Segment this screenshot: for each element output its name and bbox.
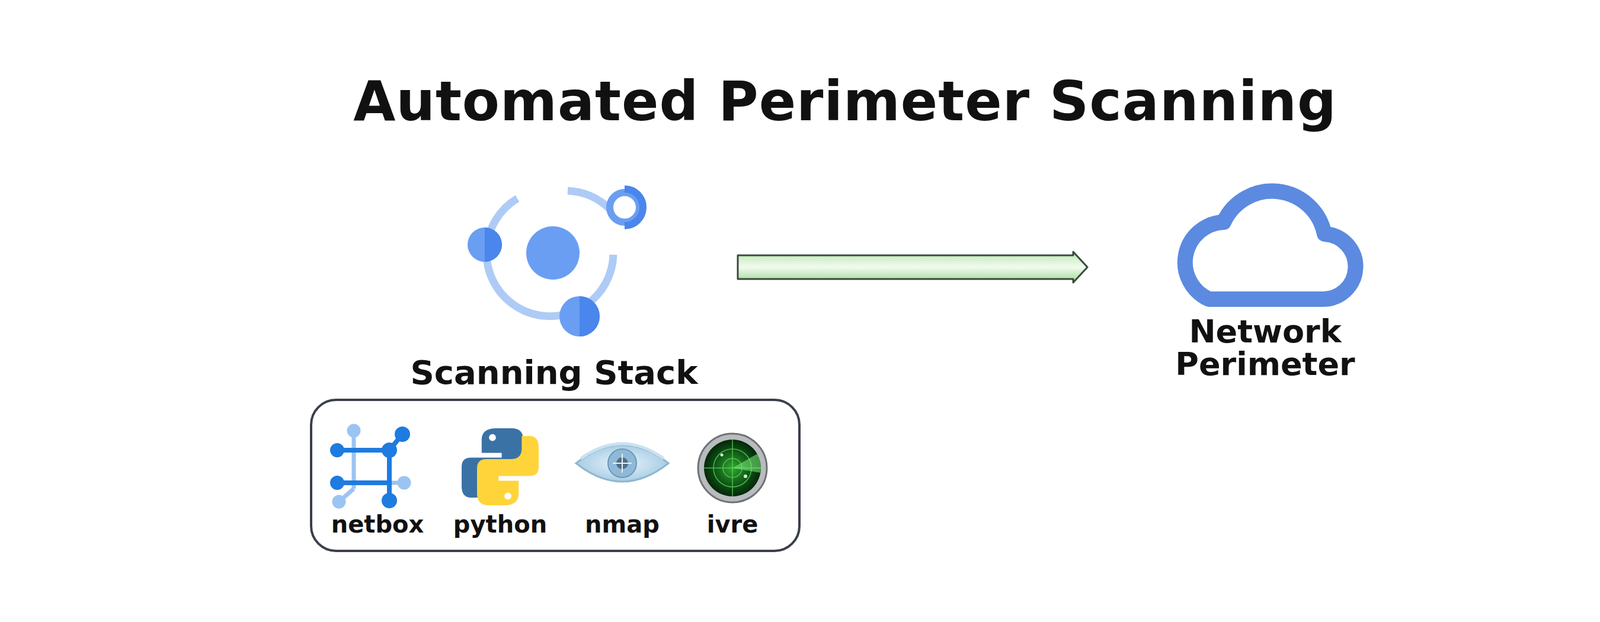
- node-label: Scanning Stack: [370, 355, 738, 390]
- tool-label: python: [446, 512, 554, 537]
- block-arrow: [737, 251, 1088, 283]
- orbit-arc: [567, 190, 610, 209]
- orbit-dot: [559, 296, 600, 337]
- python-icon: [461, 428, 539, 506]
- tool-panel: [311, 400, 800, 552]
- tool-label: netbox: [324, 512, 431, 537]
- orbit-dot-half: [579, 296, 600, 337]
- orbit-ring: [609, 192, 640, 223]
- ivre-icon: [698, 433, 767, 503]
- core-dot: [526, 226, 580, 280]
- tool-node: python: [446, 423, 554, 537]
- node-label: Network Perimeter: [1146, 315, 1384, 381]
- tool-node: nmap: [568, 423, 676, 537]
- tool-label: nmap: [568, 512, 676, 537]
- cloud-outline: [1185, 191, 1356, 300]
- stack-icon: [467, 189, 643, 337]
- tool-label: ivre: [679, 512, 786, 537]
- diagram-title: Automated Perimeter Scanning: [0, 69, 1600, 134]
- orbit-arc: [486, 198, 614, 317]
- cloud-node: Network Perimeter: [1087, 177, 1443, 381]
- netbox-icon: [332, 426, 409, 507]
- nmap-icon: [576, 443, 669, 482]
- orbit-dot: [467, 227, 502, 262]
- orbit-dot-half: [484, 227, 502, 262]
- tool-node: netbox: [324, 423, 431, 537]
- stack-group: Scanning Stacknetboxpythonnmapivre: [370, 177, 738, 390]
- tool-node: ivre: [679, 423, 786, 537]
- orbit-ring-half: [624, 189, 643, 226]
